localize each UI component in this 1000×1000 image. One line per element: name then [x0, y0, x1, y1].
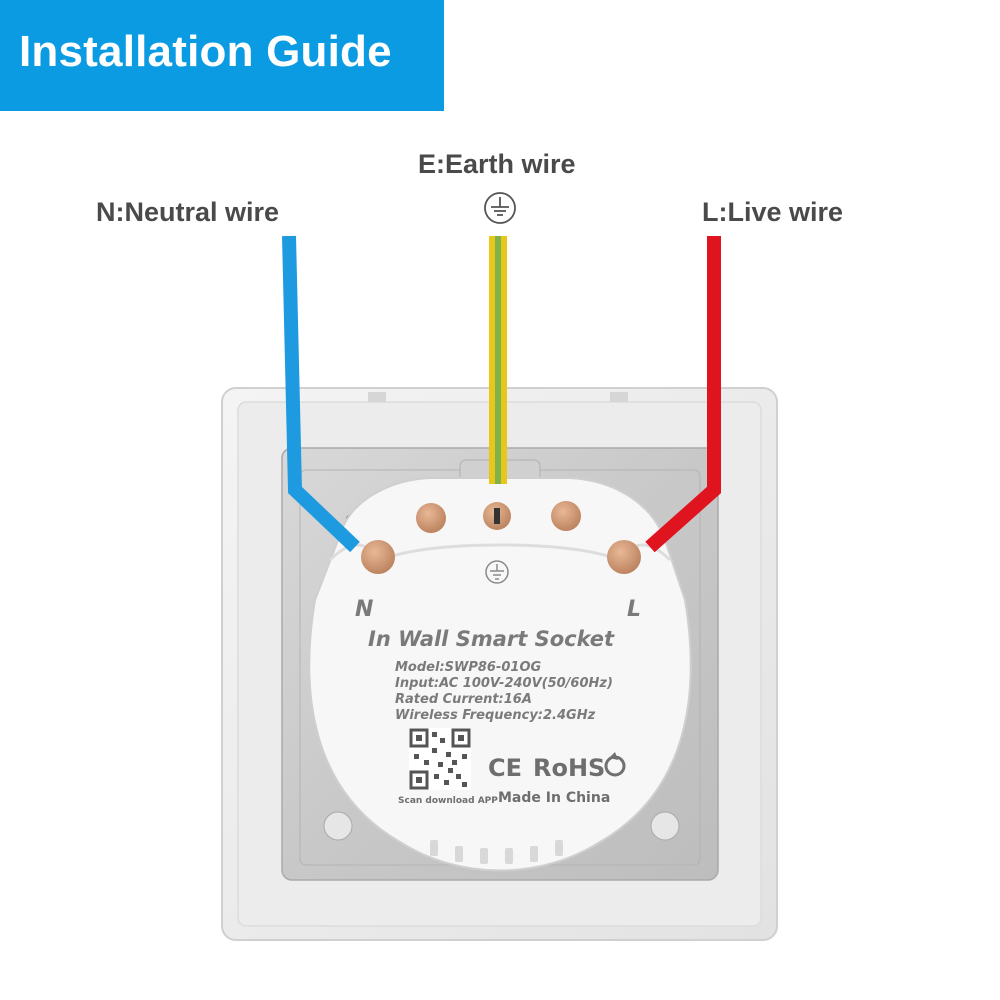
- made-in-text: Made In China: [498, 790, 610, 806]
- earth-wire: [489, 236, 507, 484]
- earth-wire-label: E:Earth wire: [418, 149, 576, 179]
- wireless-text: Wireless Frequency:2.4GHz: [395, 708, 596, 723]
- rated-current-text: Rated Current:16A: [395, 692, 532, 707]
- qr-code-icon: [409, 728, 471, 790]
- l-terminal-mark: L: [627, 597, 641, 622]
- neutral-wire: [282, 235, 360, 553]
- live-wire-label: L:Live wire: [702, 197, 844, 227]
- input-text: Input:AC 100V-240V(50/60Hz): [395, 676, 613, 691]
- page-title: Installation Guide: [19, 27, 392, 76]
- terminal-screws: [361, 501, 641, 574]
- neutral-wire-label: N:Neutral wire: [96, 197, 280, 227]
- ce-mark: CE: [488, 754, 522, 782]
- model-text: Model:SWP86-01OG: [395, 660, 542, 675]
- rohs-mark: RoHS: [533, 754, 605, 782]
- live-wire: [645, 236, 721, 553]
- scan-app-text: Scan download APP: [398, 796, 498, 806]
- product-name: In Wall Smart Socket: [368, 627, 615, 651]
- header-banner: Installation Guide: [0, 0, 444, 111]
- earth-symbol-icon: [484, 192, 516, 224]
- module-earth-icon: [485, 560, 509, 584]
- n-terminal-mark: N: [355, 597, 373, 622]
- recycle-icon: [604, 752, 626, 777]
